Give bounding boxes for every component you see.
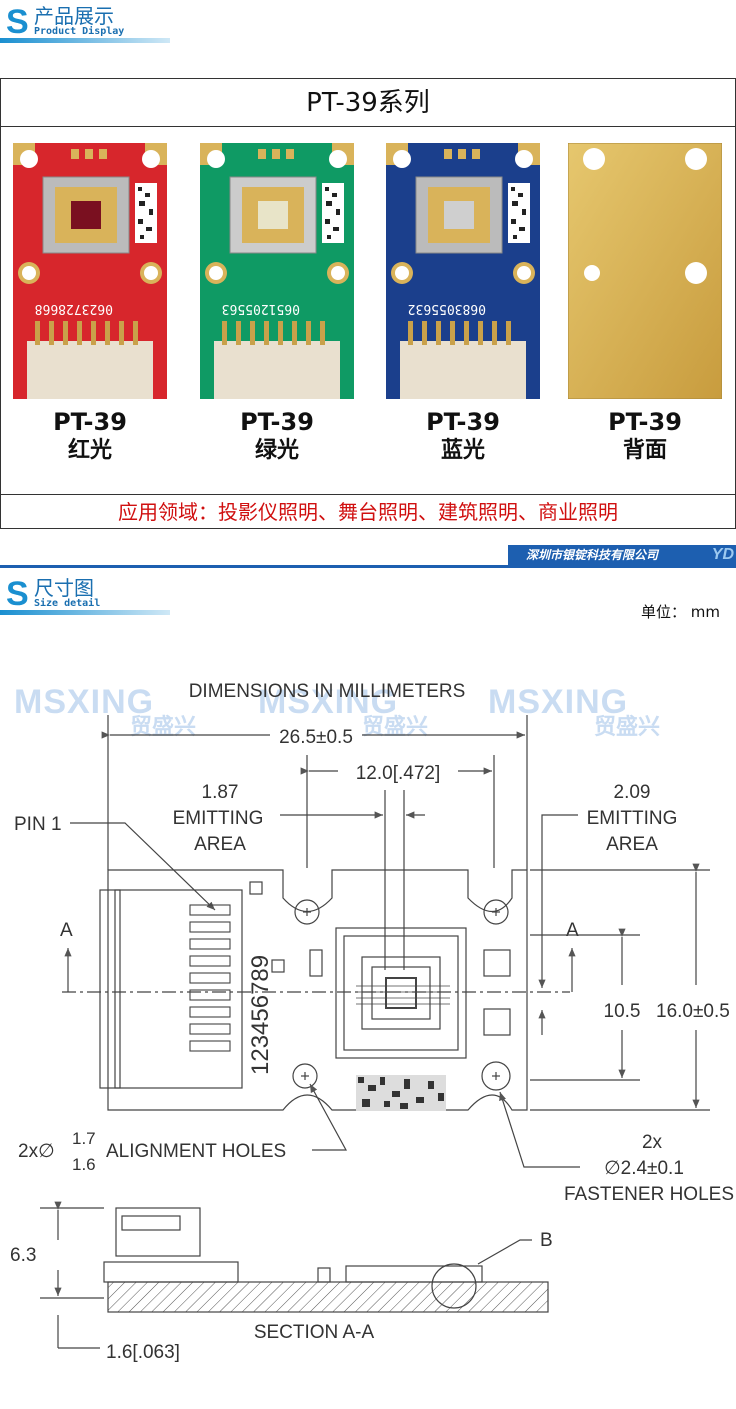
watermark-brand: MSXING	[14, 683, 155, 721]
product-variant: 背面	[622, 438, 667, 463]
serial-number-red: 0623728668	[35, 301, 113, 316]
section-mark-left: A	[60, 920, 73, 941]
emit2-value: 2.09	[614, 782, 651, 803]
emit1-label1: EMITTING	[173, 808, 264, 829]
application-areas: 应用领域：投影仪照明、舞台照明、建筑照明、商业照明	[1, 494, 735, 529]
watermark-cn: 贸盛兴	[594, 715, 661, 740]
product-panel: PT-39系列 0623728668 PT-39 红光	[0, 78, 736, 529]
dimension-drawing: DIMENSIONS IN MILLIMETERS 26.5±0.5 12.0[…	[10, 681, 734, 1363]
emit1-value: 1.87	[202, 782, 239, 803]
product-card-back: PT-39 背面	[567, 142, 723, 463]
product-name: PT-39	[240, 408, 314, 436]
align-lower: 1.6	[72, 1155, 96, 1174]
unit-label: 单位： mm	[641, 603, 720, 621]
product-variant: 绿光	[254, 438, 299, 463]
align-upper: 1.7	[72, 1129, 96, 1148]
serial-number-blue: 0683055632	[408, 301, 486, 316]
pin-numbers: 123456789	[247, 955, 274, 1075]
header-underline	[0, 38, 170, 43]
size-detail-header: S 尺寸图 Size detail	[0, 572, 736, 624]
drawing-title: DIMENSIONS IN MILLIMETERS	[189, 681, 466, 702]
company-abbr: YD	[711, 546, 734, 563]
product-display-header: S 产品展示 Product Display	[0, 0, 736, 52]
product-image-back	[567, 142, 723, 400]
align-label: ALIGNMENT HOLES	[106, 1141, 286, 1162]
dim-width: 26.5±0.5	[279, 727, 353, 748]
watermark-brand: MSXING	[488, 683, 629, 721]
product-variant: 蓝光	[440, 438, 485, 463]
serial-number-green: 0651205563	[222, 301, 300, 316]
product-image-blue: 0683055632	[386, 143, 540, 399]
product-name: PT-39	[426, 408, 500, 436]
header-title-en: Size detail	[34, 598, 101, 609]
header-logo-s: S	[6, 575, 29, 613]
header-title-cn: 尺寸图	[34, 576, 94, 600]
company-name: 深圳市银锭科技有限公司	[526, 548, 659, 562]
product-card-red: 0623728668 PT-39 红光	[13, 143, 167, 463]
dim-center: 12.0[.472]	[356, 763, 441, 784]
emit1-label2: AREA	[194, 834, 246, 855]
fastener-label: FASTENER HOLES	[564, 1184, 734, 1205]
section-base-thickness: 1.6[.063]	[106, 1342, 180, 1363]
header-underline	[0, 610, 170, 615]
emit2-label2: AREA	[606, 834, 658, 855]
align-prefix: 2x∅	[18, 1141, 55, 1162]
product-image-red: 0623728668	[13, 143, 167, 399]
product-name: PT-39	[608, 408, 682, 436]
product-card-blue: 0683055632 PT-39 蓝光	[386, 143, 540, 463]
product-image-green: 0651205563	[200, 143, 354, 399]
header-title-cn: 产品展示	[34, 4, 114, 28]
emit2-label1: EMITTING	[587, 808, 678, 829]
dim-height-outer: 16.0±0.5	[656, 1001, 730, 1022]
pin1-label: PIN 1	[14, 814, 62, 835]
product-card-green: 0651205563 PT-39 绿光	[200, 143, 354, 463]
fastener-count: 2x	[642, 1132, 663, 1153]
fastener-diameter: ∅2.4±0.1	[604, 1158, 684, 1179]
watermark-brand: MSXING	[258, 683, 399, 721]
section-title: SECTION A-A	[254, 1322, 375, 1343]
product-variant: 红光	[67, 438, 112, 463]
section-height: 6.3	[10, 1245, 36, 1266]
detail-mark: B	[540, 1230, 553, 1251]
header-logo-s: S	[6, 3, 29, 41]
section-divider	[0, 565, 736, 568]
section-mark-right: A	[566, 920, 579, 941]
dim-height-inner: 10.5	[604, 1001, 641, 1022]
company-banner: 深圳市银锭科技有限公司 YD	[508, 545, 736, 565]
product-series-title: PT-39系列	[1, 79, 735, 127]
header-title-en: Product Display	[34, 26, 125, 37]
product-name: PT-39	[53, 408, 127, 436]
